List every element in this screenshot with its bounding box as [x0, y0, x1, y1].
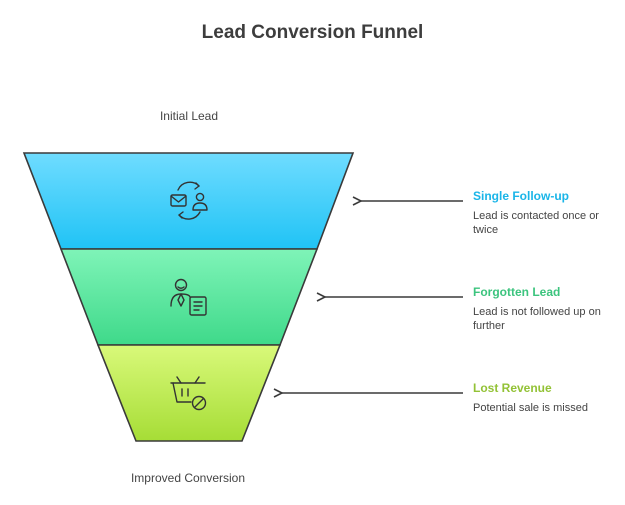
- stage-forgotten-lead: Forgotten Lead Lead is not followed up o…: [473, 285, 618, 333]
- stage-title: Lost Revenue: [473, 381, 552, 395]
- stage-title: Forgotten Lead: [473, 285, 561, 299]
- stage-lost-revenue: Lost Revenue Potential sale is missed: [473, 381, 618, 415]
- funnel-bottom-label: Improved Conversion: [130, 471, 246, 485]
- basket-blocked-icon: [170, 376, 207, 411]
- stage-title: Single Follow-up: [473, 189, 569, 203]
- funnel-top-label: Initial Lead: [159, 109, 219, 123]
- funnel-segment-lost-revenue: [96, 344, 282, 442]
- stage-single-follow-up: Single Follow-up Lead is contacted once …: [473, 189, 618, 237]
- stage-description: Potential sale is missed: [473, 402, 588, 414]
- funnel-segment-forgotten-lead: [59, 248, 319, 346]
- mail-cycle-person-icon: [170, 181, 208, 220]
- diagram-title: Lead Conversion Funnel: [201, 22, 424, 43]
- stage-description: Lead is not followed up on further: [473, 306, 601, 332]
- person-document-icon: [170, 278, 207, 316]
- stage-description: Lead is contacted once or twice: [473, 210, 599, 236]
- funnel-segment-single-follow-up: [22, 152, 355, 250]
